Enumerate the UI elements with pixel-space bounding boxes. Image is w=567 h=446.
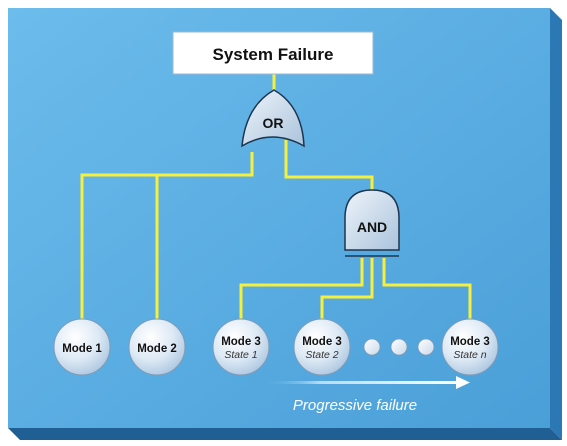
mode-1-title: Mode 1 xyxy=(62,343,102,355)
ellipsis-dots xyxy=(363,338,435,356)
mode-3-state-1-node: Mode 3 State 1 xyxy=(212,318,270,376)
progressive-failure-label: Progressive failure xyxy=(293,397,417,414)
mode-3-state-n-subtitle: State n xyxy=(453,349,486,361)
or-gate: OR xyxy=(241,89,305,148)
and-to-state-n-connector xyxy=(382,258,472,322)
top-event-box: System Failure xyxy=(172,31,374,75)
mode-3-state-n-node: Mode 3 State n xyxy=(441,318,499,376)
mode-1-node: Mode 1 xyxy=(53,318,111,376)
mode-2-title: Mode 2 xyxy=(137,343,177,355)
and-gate-label: AND xyxy=(357,219,387,235)
or-gate-label: OR xyxy=(263,115,284,131)
and-to-state-2-connector xyxy=(320,258,374,322)
mode-3-state-1-subtitle: State 1 xyxy=(224,349,257,361)
connector-lines xyxy=(80,72,472,322)
mode-3-state-2-title: Mode 3 xyxy=(302,336,342,348)
mode-3-state-2-subtitle: State 2 xyxy=(305,349,338,361)
ellipsis-dot xyxy=(390,338,408,356)
mode-2-node: Mode 2 xyxy=(128,318,186,376)
and-gate: AND xyxy=(344,189,400,257)
or-to-mode-1-connector xyxy=(80,152,254,320)
progressive-failure-arrow xyxy=(262,376,470,389)
or-to-and-connector xyxy=(284,140,374,192)
ellipsis-dot xyxy=(417,338,435,356)
top-event-label: System Failure xyxy=(213,45,334,64)
and-to-state-1-connector xyxy=(239,258,364,322)
ellipsis-dot xyxy=(363,338,381,356)
mode-3-state-2-node: Mode 3 State 2 xyxy=(293,318,351,376)
mode-3-state-1-title: Mode 3 xyxy=(221,336,261,348)
mode-3-state-n-title: Mode 3 xyxy=(450,336,490,348)
